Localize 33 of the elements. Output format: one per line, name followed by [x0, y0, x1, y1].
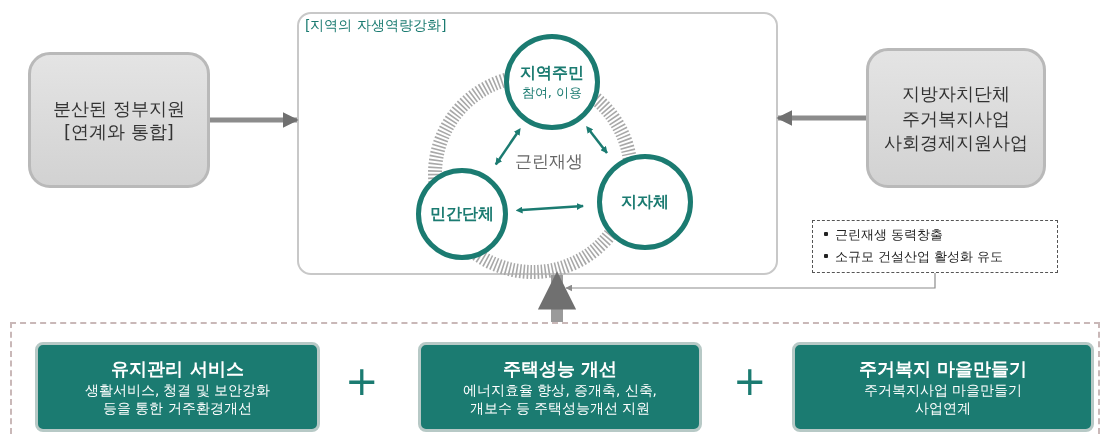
process-box	[418, 342, 702, 432]
box-text: 주거복지사업 사회경제지원사업	[883, 107, 1029, 155]
plus-sign: +	[345, 361, 379, 401]
panel-heading: [지역의 자생역량강화]	[305, 17, 447, 35]
process-box	[35, 342, 320, 432]
arrow	[565, 272, 936, 292]
thick-arrow	[210, 112, 299, 128]
box-title: 지방자치단체	[901, 81, 1011, 106]
box-text: 주거복지사업 마을만들기 사업연계	[862, 382, 1024, 418]
circle-title: 지역주민	[520, 62, 584, 84]
process-box	[866, 48, 1046, 188]
process-box	[792, 342, 1094, 432]
arrow	[515, 203, 584, 214]
box-title: 주거복지 마을만들기	[857, 356, 1029, 381]
box-title: 분산된 정부지원 [연계와 통합]	[52, 96, 186, 144]
process-box	[28, 52, 210, 188]
thick-arrow	[776, 110, 866, 126]
circle-title: 지자체	[621, 191, 669, 213]
note-box	[812, 220, 1058, 273]
arrow	[494, 128, 521, 166]
bullet-text: 소규모 건설산업 활성화 유도	[823, 248, 1004, 266]
box-text: 생활서비스, 청결 및 보안강화 등을 통한 거주환경개선	[83, 382, 272, 418]
bullet-text: 근린재생 동력창출	[823, 226, 944, 244]
arrow	[586, 126, 608, 154]
actor-circle	[597, 154, 693, 250]
plus-sign: +	[733, 361, 767, 401]
box-text: 에너지효율 향상, 증개축, 신축, 개보수 등 주택성능개선 지원	[462, 382, 658, 418]
circle-title: 민간단체	[430, 203, 494, 225]
box-title: 유지관리 서비스	[110, 356, 245, 381]
box-title: 주택성능 개선	[501, 356, 619, 381]
center-label: 근린재생	[514, 150, 584, 173]
circle-subtitle: 참여, 이용	[521, 83, 583, 102]
dashed-band	[10, 322, 1100, 434]
